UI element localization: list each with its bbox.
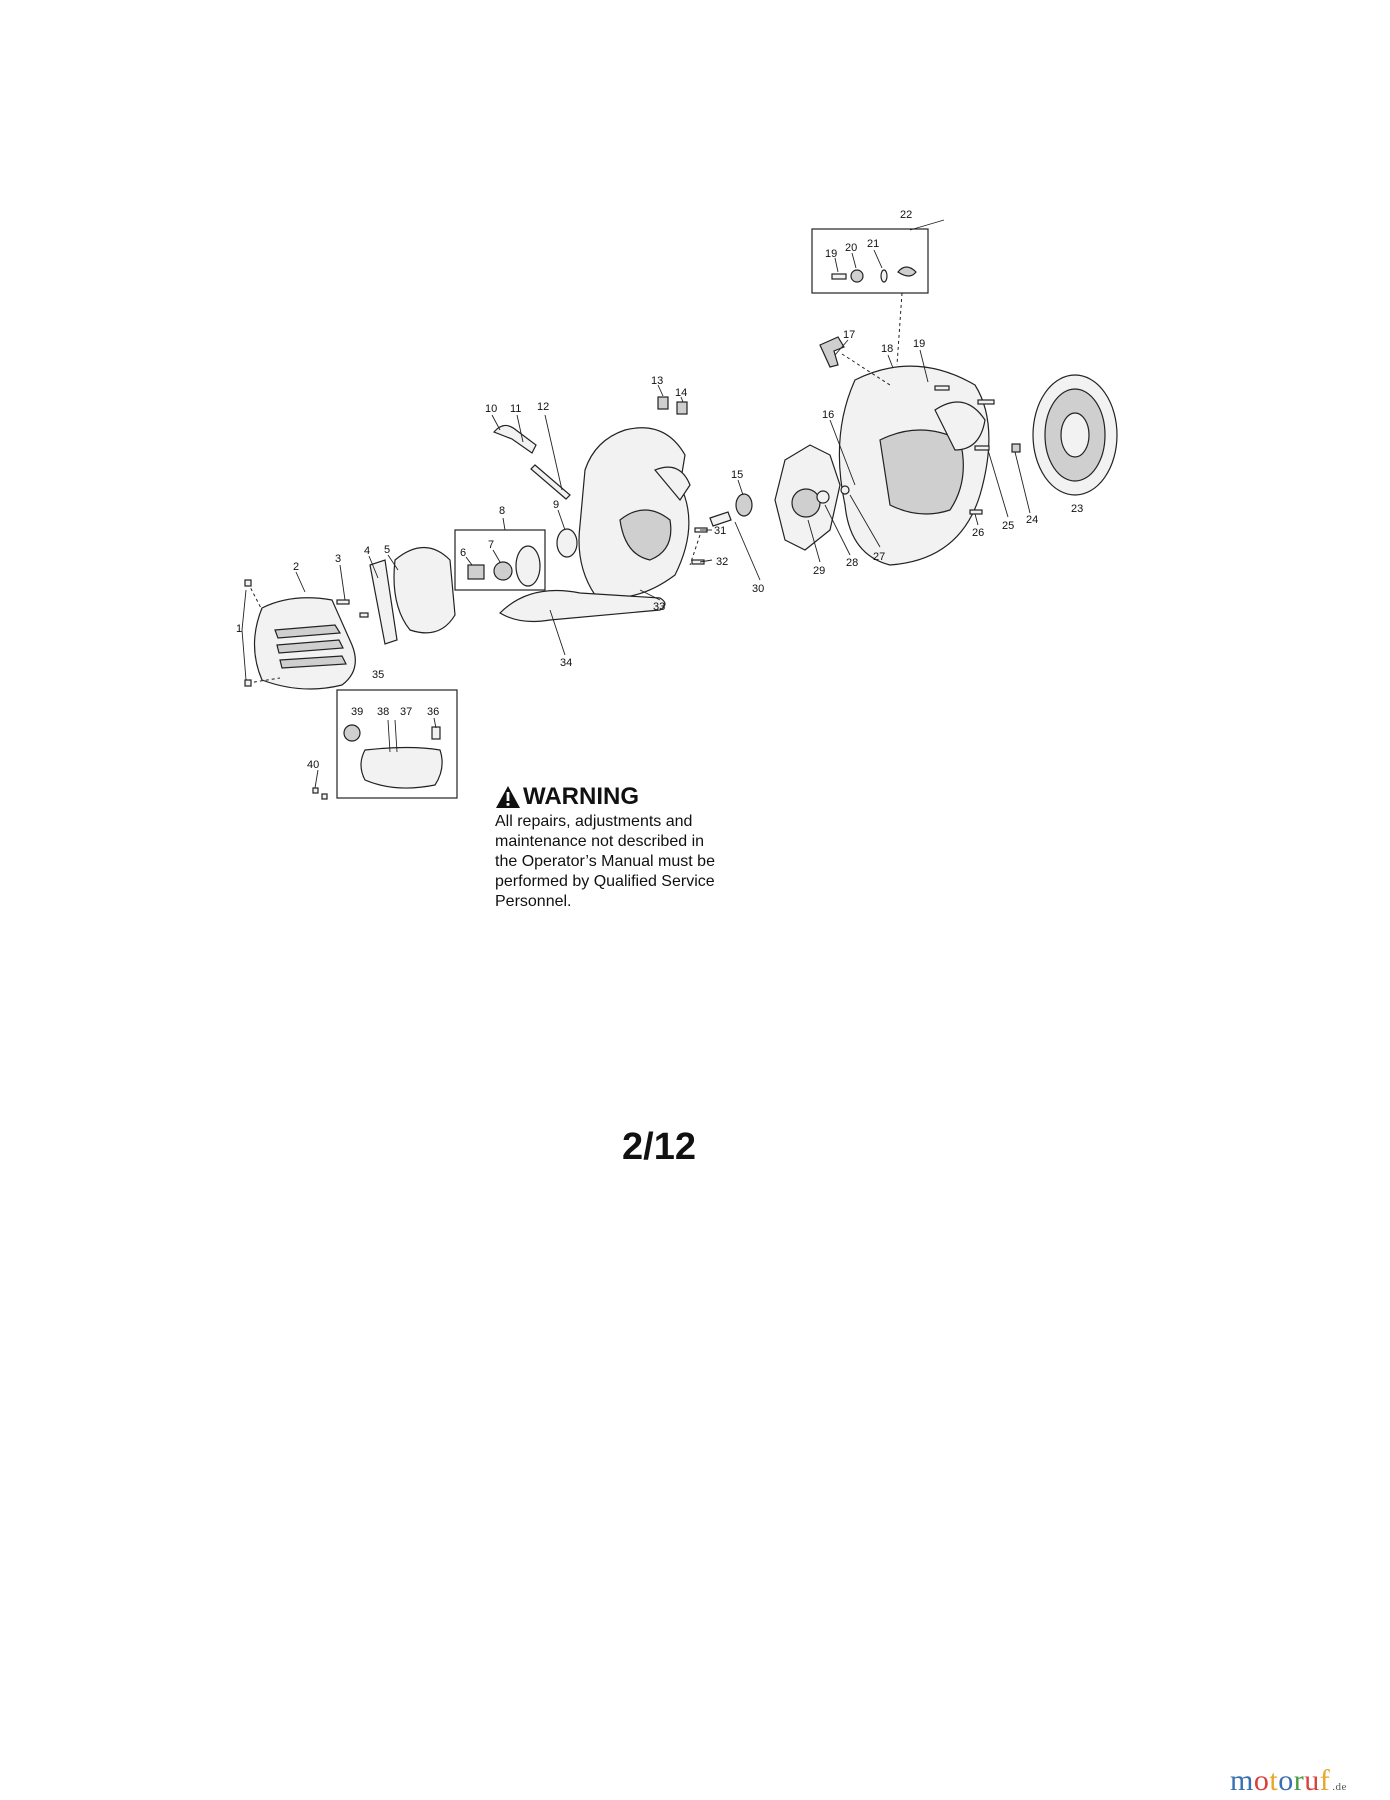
spacer-27: [840, 485, 850, 495]
screw-32: [691, 559, 705, 565]
washer-9: [556, 528, 578, 558]
part-14: [676, 401, 688, 415]
callout-19b: 19: [913, 338, 925, 350]
callout-29: 29: [813, 565, 825, 577]
callout-30: 30: [752, 583, 764, 595]
screw-1b: [244, 679, 252, 687]
kit-22-parts: [831, 266, 917, 283]
callout-11: 11: [510, 403, 521, 415]
engine-shroud-2: [253, 597, 356, 690]
callout-20: 20: [845, 242, 857, 254]
callout-3: 3: [335, 553, 341, 565]
leader-lines: [241, 219, 1077, 789]
screw-40b: [321, 793, 328, 800]
bushing-15: [735, 493, 753, 517]
callout-25: 25: [1002, 520, 1014, 532]
callout-38: 38: [377, 706, 389, 718]
shaft-30: [709, 511, 732, 527]
callout-19a: 19: [825, 248, 837, 260]
watermark-letter: m: [1230, 1764, 1254, 1797]
watermark-letter: o: [1278, 1764, 1294, 1797]
callout-23: 23: [1071, 503, 1083, 515]
warning-line: All repairs, adjustments and: [495, 813, 693, 830]
watermark-tld: .de: [1332, 1781, 1347, 1793]
screw-line-1a: [247, 582, 263, 611]
callout-9: 9: [553, 499, 559, 511]
callout-13: 13: [651, 375, 663, 387]
callout-1: 1: [236, 623, 242, 635]
callout-6: 6: [460, 547, 466, 559]
page-number: 2/12: [622, 1126, 696, 1168]
callout-36: 36: [427, 706, 439, 718]
screw-3: [336, 599, 350, 605]
callout-18: 18: [881, 343, 893, 355]
callout-39: 39: [351, 706, 363, 718]
warning-text: All repairs, adjustments and maintenance…: [495, 812, 775, 912]
warning-line: Personnel.: [495, 893, 572, 910]
callout-40: 40: [307, 759, 319, 771]
intake-grill-23: [1032, 374, 1118, 496]
callout-2: 2: [293, 561, 299, 573]
warning-block: WARNING All repairs, adjustments and mai…: [495, 784, 775, 912]
callout-10: 10: [485, 403, 497, 415]
callout-37: 37: [400, 706, 412, 718]
callout-26: 26: [972, 527, 984, 539]
screw-40: [312, 787, 319, 794]
engine-housing-33: [578, 427, 691, 599]
screw-1a: [244, 579, 252, 587]
impeller-fan-29: [774, 444, 841, 551]
watermark-letter: u: [1304, 1764, 1320, 1797]
kit-box-22: [811, 228, 929, 294]
cable-12: [530, 464, 571, 500]
callout-21: 21: [867, 238, 879, 250]
screw-line-1b: [247, 677, 281, 684]
washer-28: [816, 490, 830, 504]
callout-22: 22: [900, 209, 912, 221]
fasteners-right: [934, 385, 1021, 515]
kit-box-8: [454, 529, 546, 591]
screw-3b: [359, 612, 369, 618]
watermark-letter: t: [1269, 1764, 1279, 1797]
watermark-logo: m o t o r u f .de: [1230, 1764, 1347, 1798]
watermark-letter: o: [1253, 1764, 1270, 1797]
warning-line: performed by Qualified Service: [495, 873, 715, 890]
air-filter-parts: [343, 719, 443, 789]
callout-28: 28: [846, 557, 858, 569]
latch-17: [819, 336, 845, 368]
callout-24: 24: [1026, 514, 1038, 526]
callout-35: 35: [372, 669, 384, 681]
callout-32: 32: [716, 556, 728, 568]
blower-housing-rear: [838, 365, 990, 566]
warning-triangle-icon: [496, 786, 520, 808]
warning-line: maintenance not described in: [495, 833, 705, 850]
callout-5: 5: [384, 544, 390, 556]
callout-15: 15: [731, 469, 743, 481]
callout-4: 4: [364, 545, 370, 557]
callout-12: 12: [537, 401, 549, 413]
part-13: [657, 396, 669, 410]
callout-labels: 1 2 3 4 5 6 7 8 9 10 11 12 13 14 15 16 1…: [236, 209, 1083, 771]
warning-line: the Operator’s Manual must be: [495, 853, 715, 870]
kit-box-35: [336, 689, 458, 799]
callout-27: 27: [873, 551, 885, 563]
callout-7: 7: [488, 539, 494, 551]
warning-title-text: WARNING: [523, 783, 639, 810]
callout-17: 17: [843, 329, 855, 341]
callout-34: 34: [560, 657, 572, 669]
callout-33: 33: [653, 601, 665, 613]
starter-housing-5: [393, 547, 456, 634]
plate-4: [369, 559, 398, 645]
callout-31: 31: [714, 525, 726, 537]
warning-title: WARNING: [495, 784, 775, 810]
callout-16: 16: [822, 409, 834, 421]
watermark-letter: f: [1319, 1764, 1331, 1797]
callout-14: 14: [675, 387, 687, 399]
watermark-letter: r: [1293, 1764, 1305, 1797]
callout-8: 8: [499, 505, 505, 517]
handle-34: [499, 589, 666, 623]
starter-pulley-parts: [467, 545, 541, 587]
throttle-cable-10-12: [493, 424, 537, 454]
